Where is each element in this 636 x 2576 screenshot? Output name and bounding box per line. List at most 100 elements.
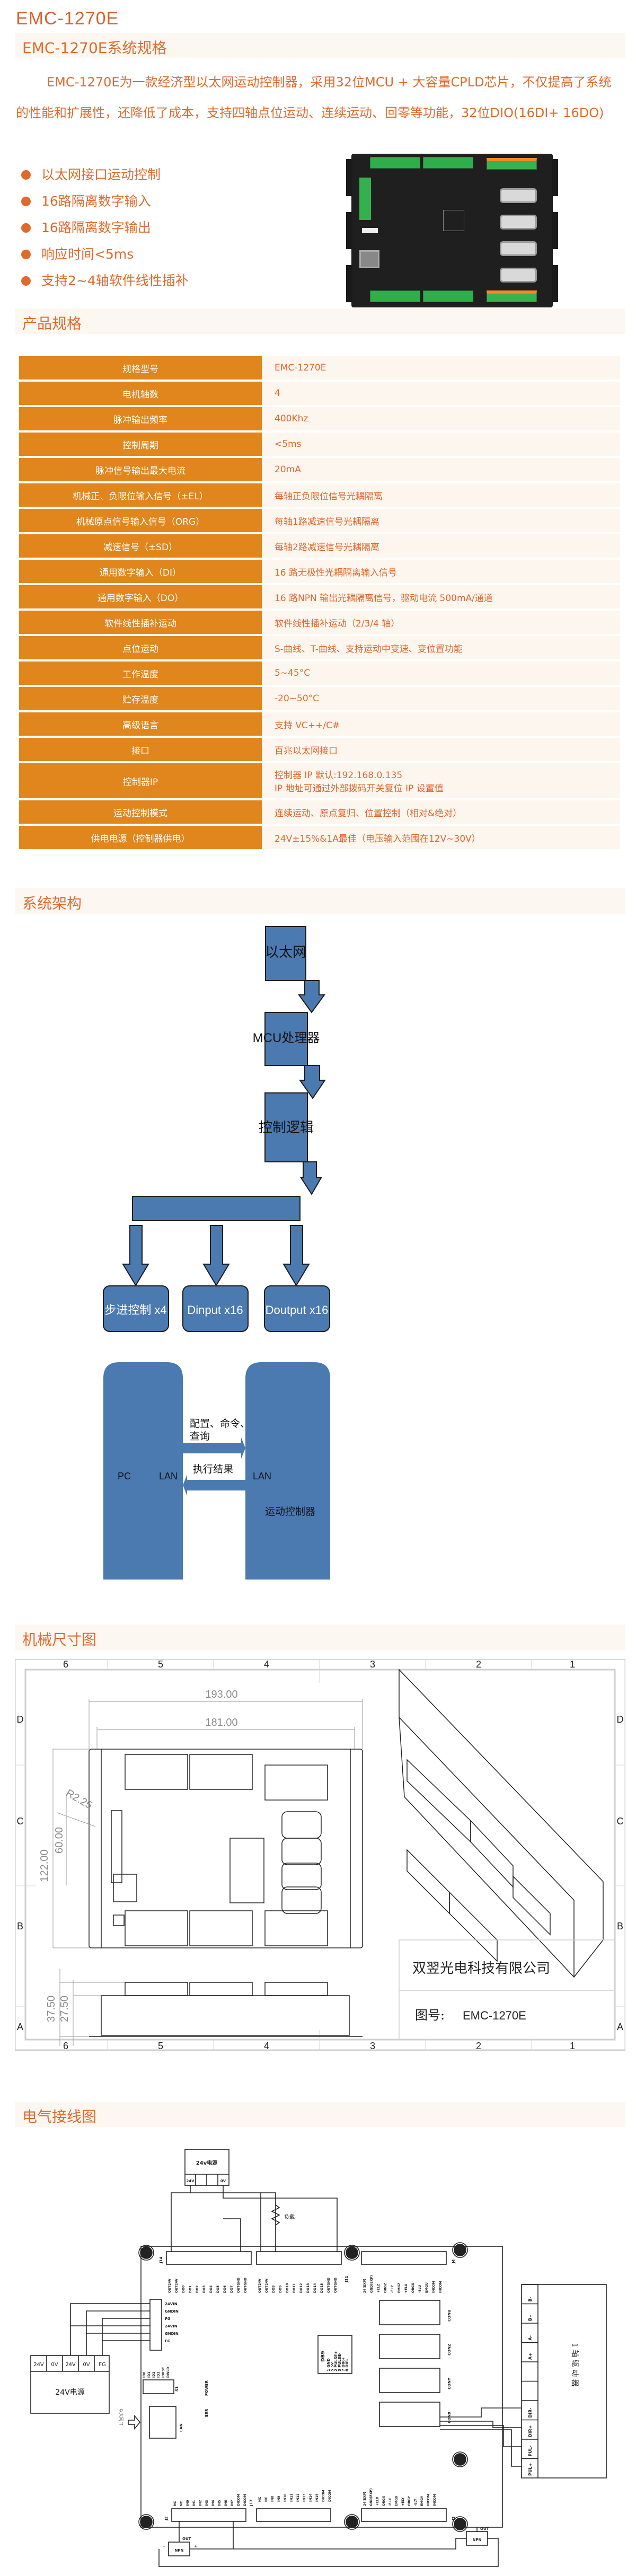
pin-label: DO0 [182,2286,186,2293]
npn-out-label: OUT [480,2527,489,2531]
arrow-label: 查询 [190,1431,210,1442]
dim-width-outer: 193.00 [205,1689,237,1700]
spec-value: 软件线性插补运动（2/3/4 轴） [262,611,620,634]
wiring-diagram: 24v电源 24V 0V 负载 24V 0V 24V 0V FG 24V电源 以… [30,2149,607,2567]
controller-block [245,1362,330,1580]
psu-left-term: 0V [51,2362,58,2368]
mount-hole-icon [454,2244,466,2256]
arrow-down-icon [300,1161,322,1195]
driver-title: 1 轴 驱 动 器 [570,2343,579,2387]
con-label: CONX [447,2411,452,2423]
terminal-j9 [149,2299,162,2351]
pin-label: IN3 [205,2500,209,2506]
pin-label: OUT24V [258,2279,262,2293]
terminal-block-j14 [370,157,420,169]
pin-label: GND(EXP) [369,2488,373,2506]
dim-depth-total: 37.50 [46,1996,57,2022]
spec-row: 通用数字输入（DI）16 路无极性光耦隔离输入信号 [19,560,620,583]
terminal-block-j2 [370,290,420,302]
connector-label: J4 [452,2259,456,2264]
psu-left-term: 0V [83,2362,90,2368]
row-label: C [617,1816,624,1827]
pin-label: +ELU [404,2283,408,2293]
side-view [89,1982,363,2037]
spec-key: 控制周期 [19,433,262,456]
spec-value: 每轴正负限位信号光耦隔离 [262,483,620,507]
section-title: 机械尺寸图 [22,1631,97,1648]
db9-pin-label: 5 5V [330,2362,334,2371]
npn-out-label: OUT [182,2537,191,2541]
spec-key: 接口 [19,738,262,761]
mount-lug [346,159,352,196]
pin-label: INCOM [439,2281,443,2293]
spec-value: 24V±15%&1A最佳（电压输入范围在12V~30V） [262,826,620,849]
connector-label: J2 [164,2516,169,2521]
drawing-no: EMC-1270E [463,2009,526,2022]
spec-key: 贮存温度 [19,687,262,710]
psu-top-term: 0V [220,2179,226,2183]
terminal-block-j13 [423,290,473,302]
pin-label: GNDIN [165,2309,179,2314]
connector-label: J14 [159,2257,163,2264]
dim-depth-body: 27.50 [59,1996,70,2022]
db9-title: DB9 [321,2351,326,2362]
pin-label: DO12 [299,2283,303,2293]
con-label: CONU [447,2309,452,2322]
block-label: 控制逻辑 [259,1120,314,1136]
spec-row: 控制周期<5ms [19,433,620,456]
pin-label: IDRST [162,2367,165,2378]
psu-left-term: 24V [65,2362,76,2368]
pin-label: ID0 [143,2372,146,2378]
spec-value: 16 路无极性光耦隔离输入信号 [262,560,620,583]
mount-hole-icon [140,2516,153,2528]
led-label: POWER [205,2380,209,2396]
spec-value: 连续运动、原点复归、位置控制（相对&绝对） [262,800,620,824]
lan-port [359,250,379,268]
spec-row: 软件线性插补运动软件线性插补运动（2/3/4 轴） [19,611,620,634]
ethernet-label: 以太网口 [119,2409,124,2425]
terminal-j4 [361,2251,447,2265]
terminal-block-j11 [423,157,473,169]
feature-list: 以太网接口运动控制 16路隔离数字输入 16路隔离数字输出 响应时间<5ms 支… [21,162,189,294]
pin-label: DO9 [279,2286,282,2293]
distribution-bar [132,1196,301,1221]
connector-label: J13 [249,2500,253,2507]
spec-key: 电机轴数 [19,382,262,405]
spec-key: 点位运动 [19,636,262,659]
npn-label: NPN [175,2548,184,2553]
driver-terminal: A- [528,2335,533,2341]
pin-label: DO2 [196,2286,199,2293]
block-ethernet [265,926,306,981]
pin-label: EMGU [425,2282,429,2293]
section-title: EMC-1270E系统规格 [22,39,167,57]
mount-hole-icon [346,2516,358,2528]
spec-key: 减速信号（±SD） [19,534,262,558]
output-label: Dinput x16 [187,1303,243,1317]
feature-item: 以太网接口运动控制 [21,162,189,188]
pin-label: DO4 [209,2286,213,2293]
psu-top-term: 24V [186,2179,195,2183]
pin-label: NC [180,2501,183,2506]
mount-lug [346,265,352,302]
pin-label: IN10 [284,2493,287,2502]
row-label: B [17,1921,23,1931]
spec-value: 百兆以太网接口 [262,738,620,761]
terminal-j11 [256,2251,342,2265]
connector-label: J11 [344,2276,349,2283]
section-header-system-spec: EMC-1270E系统规格 [15,33,625,58]
db9-pin-label: 3 PULSE- [338,2353,342,2371]
pin-label: DO5 [216,2286,220,2293]
spec-value: -20~50°C [262,687,620,710]
col-label: 5 [158,2041,163,2051]
spec-key: 脉冲信号输出最大电流 [19,458,262,481]
arrow-down-icon [282,1225,310,1286]
pin-label: FG [165,2317,171,2321]
spec-value: 每轴2路减速信号光耦隔离 [262,534,620,558]
bullet-icon [21,170,31,180]
spec-row: 贮存温度-20~50°C [19,687,620,710]
pin-label: DO14 [313,2283,317,2293]
pin-label: +ELZ [377,2283,381,2293]
dip-label: S1 [175,2386,179,2392]
